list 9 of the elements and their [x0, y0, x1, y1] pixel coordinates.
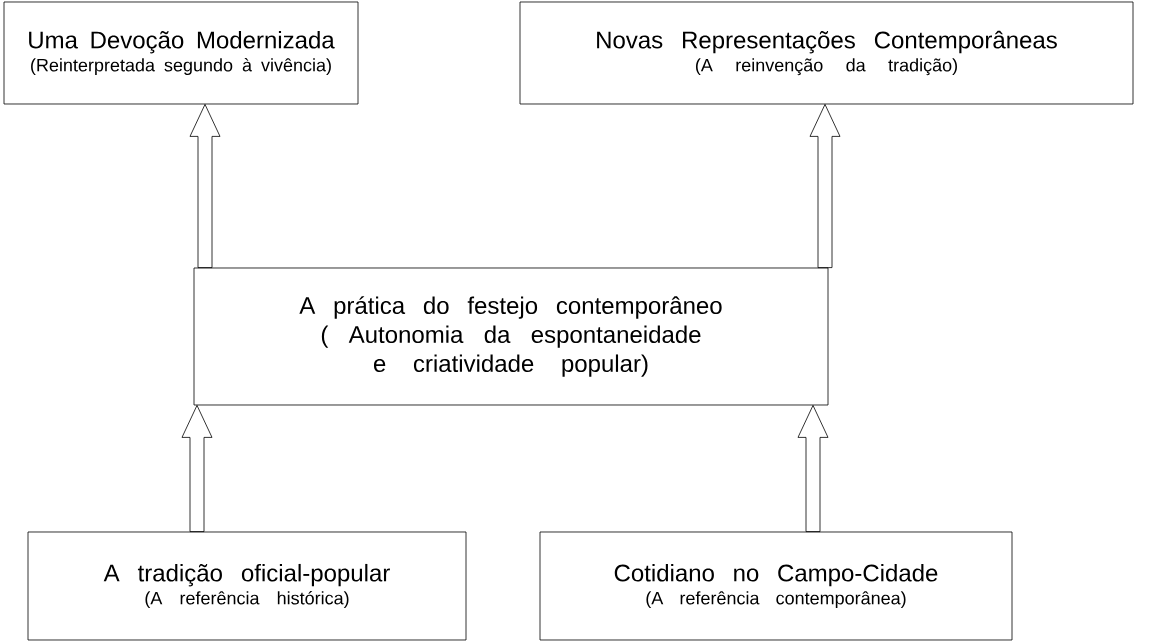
- block-arrow: [797, 405, 829, 532]
- text-box: A prática do festejo contemporâneo ( Autonomia da espontaneidade e criatividade popular): [193, 267, 829, 406]
- text-box: A tradição oficial-popular (A referência histórica): [27, 531, 467, 641]
- text-box: Cotidiano no Campo-Cidade (A referência contemporânea): [539, 531, 1013, 641]
- text-box: Novas Representações Contemporâneas (A reinvenção da tradição): [519, 1, 1134, 105]
- block-arrow: [189, 104, 221, 268]
- block-arrow: [181, 405, 213, 532]
- block-arrow: [809, 104, 841, 268]
- text-box: Uma Devoção Modernizada (Reinterpretada segundo à vivência): [3, 1, 359, 105]
